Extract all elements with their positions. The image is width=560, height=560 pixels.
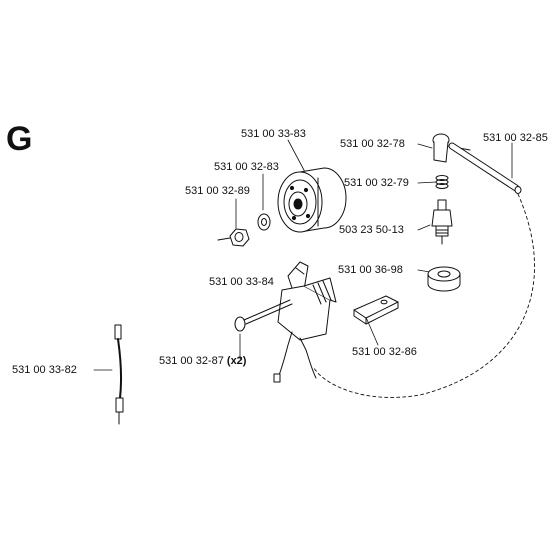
nut-drawing — [217, 228, 250, 247]
part-label-spark-plug: 503 23 50-13 — [339, 224, 404, 236]
part-quantity: (x2) — [226, 355, 247, 367]
sealing-ring-drawing — [427, 266, 461, 292]
part-label-sealing-ring: 531 00 36-98 — [338, 264, 403, 276]
washer-drawing — [257, 213, 271, 231]
short-cable-drawing — [114, 324, 124, 425]
spring-drawing — [435, 175, 449, 189]
spark-plug-drawing — [431, 199, 453, 245]
part-number: 531 00 32-87 — [159, 355, 224, 367]
screw-drawing — [234, 299, 293, 332]
part-label-ignition-module: 531 00 33-84 — [209, 276, 274, 288]
leader-lines — [93, 139, 513, 371]
part-label-flywheel: 531 00 33-83 — [241, 128, 306, 140]
section-letter: G — [6, 120, 33, 158]
part-label-spring: 531 00 32-79 — [344, 177, 409, 189]
part-label-screw: 531 00 32-87 (x2) — [159, 356, 246, 367]
part-label-ht-lead: 531 00 32-85 — [483, 132, 548, 144]
part-label-washer: 531 00 32-83 — [214, 161, 279, 173]
part-label-magnet: 531 00 32-86 — [352, 346, 417, 358]
spark-plug-cap-drawing — [432, 133, 471, 163]
ignition-module-drawing — [273, 261, 337, 383]
ht-lead-route — [313, 193, 535, 398]
part-label-nut: 531 00 32-89 — [185, 185, 250, 197]
flywheel-drawing — [277, 167, 347, 233]
part-label-spark-plug-cap: 531 00 32-78 — [340, 138, 405, 150]
part-label-cable: 531 00 33-82 — [12, 364, 77, 376]
magnet-drawing — [353, 295, 399, 325]
